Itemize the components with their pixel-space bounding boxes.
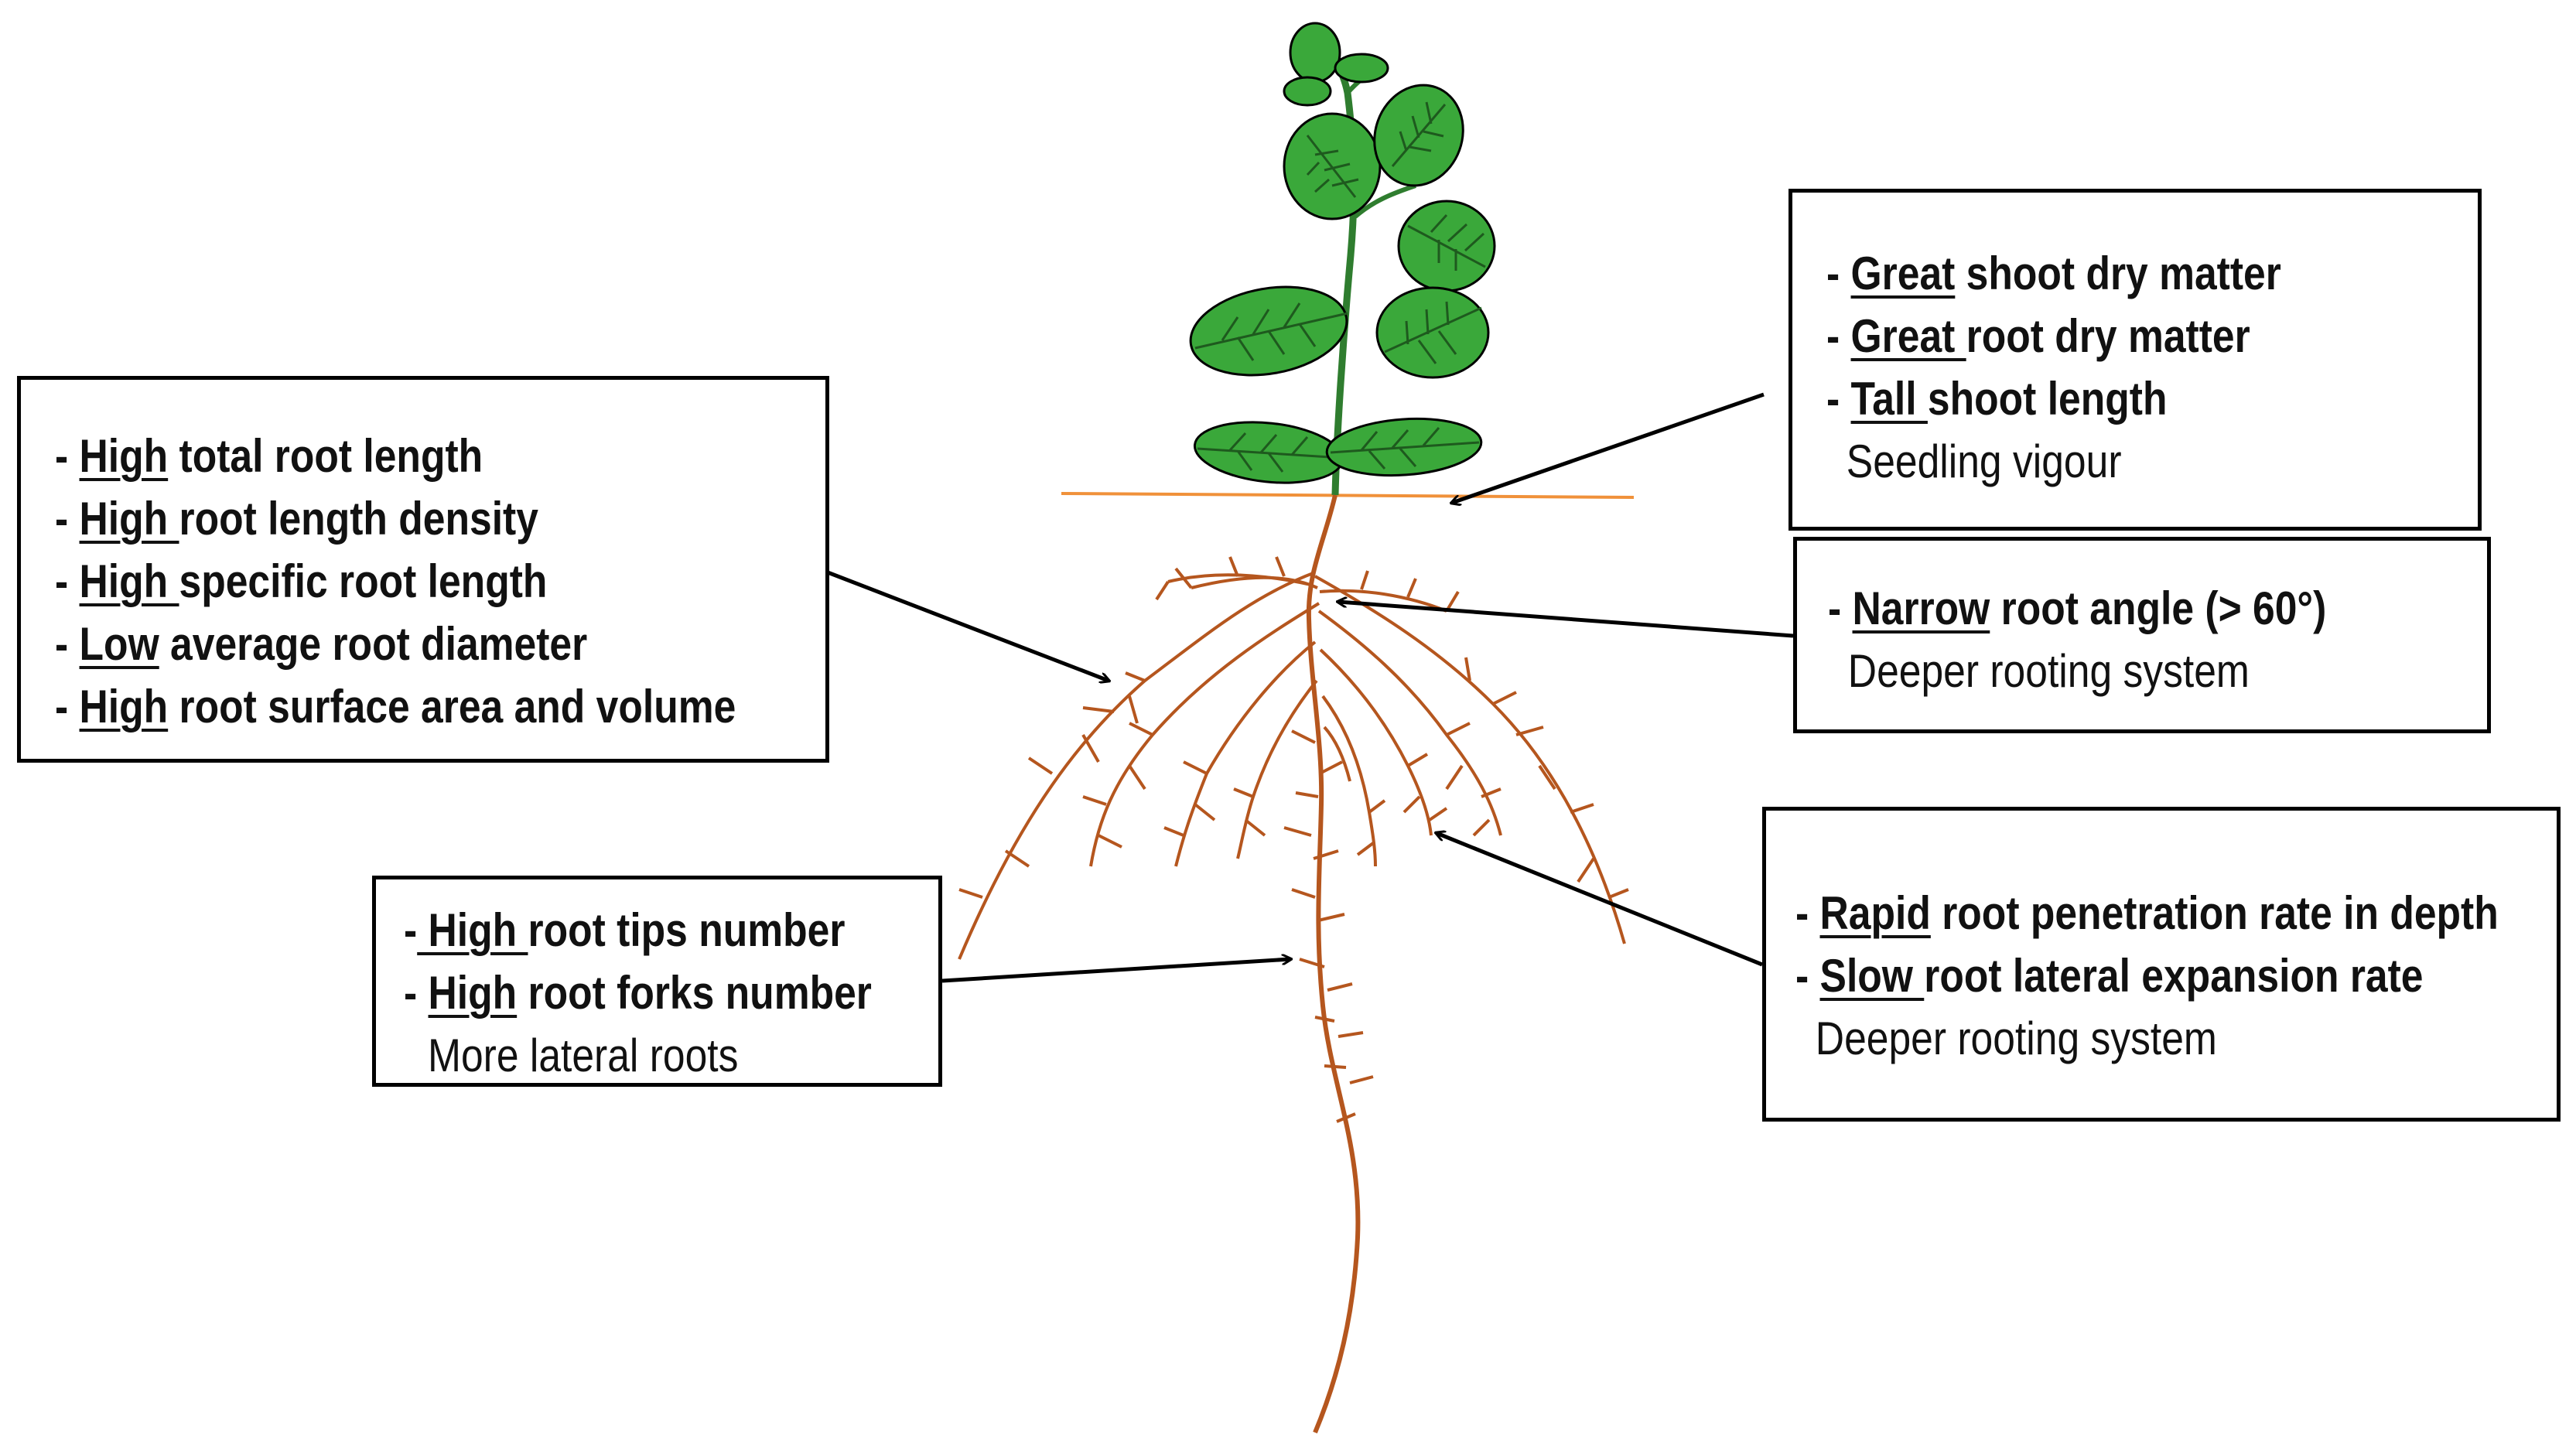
leaf-top-3 [1283, 76, 1332, 107]
trait-line: - High root forks number [404, 967, 872, 1019]
trait-line: - High root tips number [404, 904, 846, 956]
box-note: Deeper rooting system [1815, 1013, 2217, 1064]
arrows [827, 392, 1794, 983]
mid-right-traits-box: - Narrow root angle (> 60°) Deeper rooti… [1793, 537, 2491, 733]
box-note: Deeper rooting system [1847, 645, 2250, 697]
trait-line: - High root surface area and volume [55, 681, 736, 733]
leaf-lower-right [1375, 286, 1490, 379]
leaf-bottom-left [1193, 421, 1344, 484]
trait-line: - Great shoot dry matter [1826, 248, 2281, 299]
trait-line: - High root length density [55, 493, 538, 545]
root-system [958, 494, 1629, 1434]
leaf-middle-right [1397, 200, 1496, 292]
box-note: Seedling vigour [1846, 435, 2122, 487]
leaf-bottom-right [1325, 417, 1483, 477]
arrow-mid-right-box [1338, 602, 1794, 638]
trait-line: - Low average root diameter [55, 618, 588, 670]
leaf-top-1 [1289, 22, 1341, 84]
trait-line: - Great root dry matter [1826, 310, 2250, 362]
trait-line: - Tall shoot length [1826, 373, 2168, 425]
arrow-left-box [827, 570, 1109, 681]
leaf-upper-right [1373, 84, 1464, 187]
box-note: More lateral roots [427, 1030, 739, 1081]
top-right-traits-box: - Great shoot dry matter - Great root dr… [1789, 189, 2482, 531]
bottom-right-traits-box: - Rapid root penetration rate in depth -… [1762, 807, 2561, 1122]
trait-line: - High total root length [55, 430, 483, 482]
arrow-top-right-box [1452, 392, 1765, 503]
arrow-bottom-right-box [1437, 833, 1763, 967]
trait-line: - Narrow root angle (> 60°) [1828, 582, 2327, 634]
lower-left-traits-box: - High root tips number - High root fork… [372, 876, 942, 1087]
left-traits-box: - High total root length - High root len… [17, 376, 829, 763]
stem-branch-right [1354, 183, 1416, 219]
taproot [1306, 494, 1361, 1434]
main-stem [1314, 39, 1358, 496]
soil-surface-line [1061, 492, 1635, 499]
shoot [1189, 22, 1496, 496]
leaf-upper-left [1283, 112, 1382, 220]
trait-line: - Slow root lateral expansion rate [1795, 950, 2424, 1002]
leaf-top-2 [1334, 53, 1389, 84]
leaf-lower-left [1189, 285, 1348, 377]
arrow-lower-left-box [941, 959, 1290, 983]
trait-line: - High specific root length [55, 555, 548, 607]
trait-line: - Rapid root penetration rate in depth [1795, 887, 2499, 939]
